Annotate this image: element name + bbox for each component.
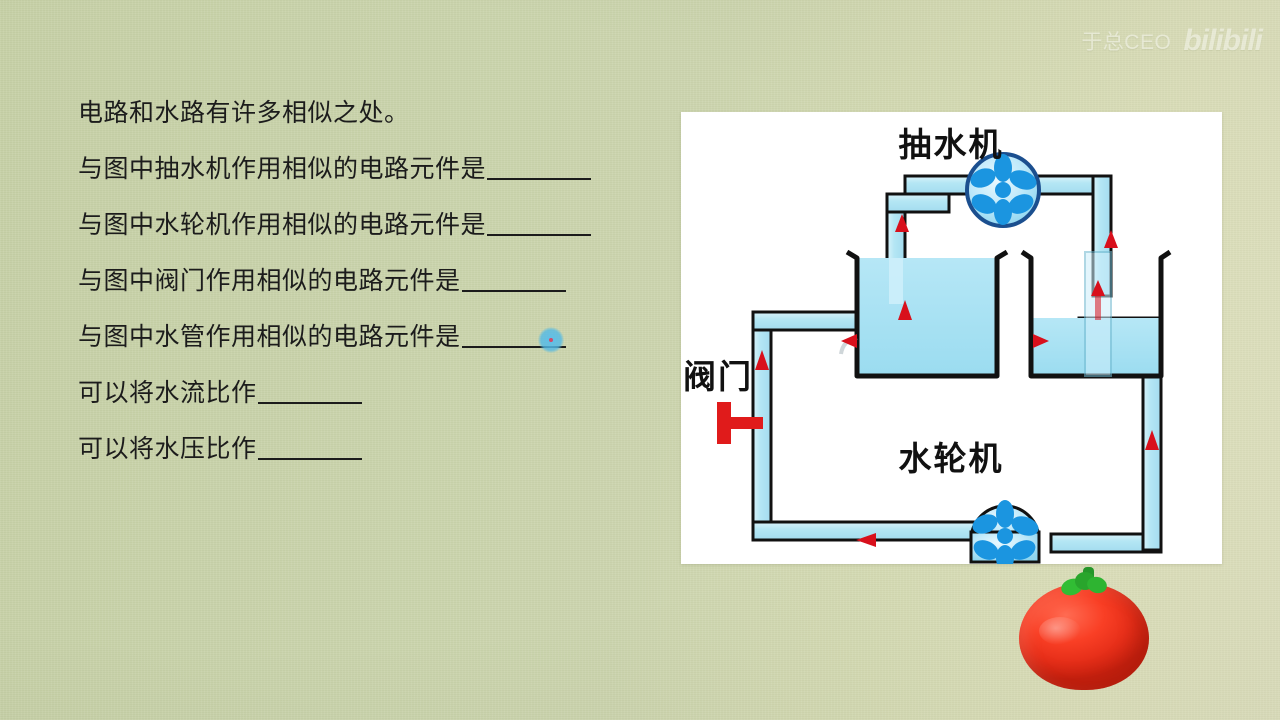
watermark: 于总CEO bilibili: [1081, 24, 1263, 58]
question-line: 可以将水流比作: [78, 372, 658, 428]
turbine-wheel-icon: [969, 500, 1041, 564]
question-text: 可以将水压比作: [78, 435, 257, 463]
bilibili-logo-icon: bilibili: [1183, 24, 1263, 57]
question-text: 与图中水管作用相似的电路元件是: [78, 323, 461, 351]
answer-blank[interactable]: [257, 402, 362, 404]
question-line: 与图中水管作用相似的电路元件是: [78, 316, 658, 372]
flow-arrows: [755, 214, 1159, 547]
question-line: 与图中抽水机作用相似的电路元件是: [78, 148, 658, 204]
valve-symbol-icon: [717, 402, 763, 444]
pump-label: 抽水机: [899, 126, 1004, 163]
question-text: 与图中阀门作用相似的电路元件是: [78, 267, 461, 295]
tomato-highlight: [1039, 617, 1081, 645]
tomato-leaf: [1085, 574, 1109, 596]
question-line: 可以将水压比作: [78, 428, 658, 484]
watermark-username: 于总CEO: [1081, 31, 1172, 54]
cursor-highlight: [538, 327, 564, 353]
answer-blank[interactable]: [461, 346, 566, 348]
question-text: 电路和水路有许多相似之处。: [78, 99, 410, 127]
answer-blank[interactable]: [487, 178, 592, 180]
left-beaker: [839, 249, 1009, 379]
answer-blank[interactable]: [461, 290, 566, 292]
question-text: 可以将水流比作: [78, 379, 257, 407]
question-text: 与图中抽水机作用相似的电路元件是: [78, 155, 487, 183]
tomato-body: [1019, 583, 1149, 690]
question-text-block: 电路和水路有许多相似之处。 与图中抽水机作用相似的电路元件是 与图中水轮机作用相…: [78, 92, 658, 484]
pump-wheel-icon: [965, 152, 1041, 228]
tomato-prop: [1019, 565, 1149, 690]
question-line: 电路和水路有许多相似之处。: [78, 92, 658, 148]
answer-blank[interactable]: [487, 234, 592, 236]
turbine-label: 水轮机: [899, 440, 1004, 477]
water-circuit-diagram-panel: 抽水机 水轮机 阀门: [681, 112, 1222, 564]
valve-label: 阀门: [683, 358, 753, 395]
question-line: 与图中水轮机作用相似的电路元件是: [78, 204, 658, 260]
answer-blank[interactable]: [257, 458, 362, 460]
cursor-dot: [549, 338, 553, 342]
right-beaker: [1020, 249, 1172, 379]
tomato-stem: [1059, 567, 1109, 599]
question-text: 与图中水轮机作用相似的电路元件是: [78, 211, 487, 239]
question-line: 与图中阀门作用相似的电路元件是: [78, 260, 658, 316]
intake-flow-arrow: [1091, 280, 1105, 320]
